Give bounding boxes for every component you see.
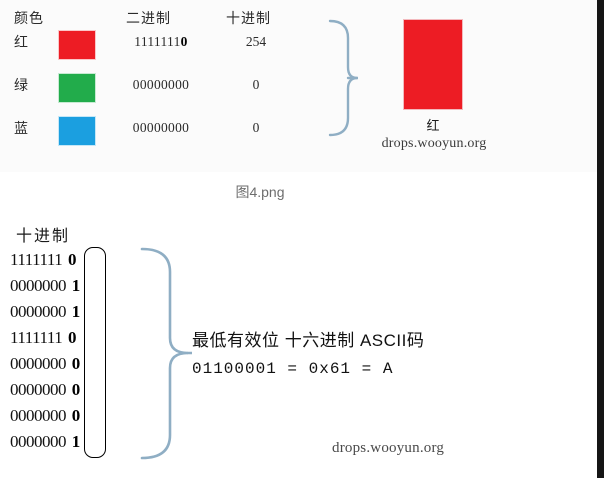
binary-lsb: 1 xyxy=(71,432,81,451)
curly-brace-top xyxy=(328,19,358,137)
watermark-bottom: drops.wooyun.org xyxy=(332,440,445,456)
binary-lsb: 0 xyxy=(71,406,81,425)
decimal-value-blue: 0 xyxy=(252,120,260,135)
channel-label-green: 绿 xyxy=(14,77,28,93)
table-row: 绿 00000000 0 xyxy=(0,73,300,113)
binary-value-blue: 00000000 xyxy=(132,120,190,135)
lsb-section-header: 十进制 xyxy=(16,228,71,245)
explanation-title: 最低有效位 十六进制 ASCII码 xyxy=(192,331,425,350)
color-preview-caption: 红 xyxy=(426,118,440,133)
color-swatch-blue xyxy=(58,116,96,146)
column-header-binary: 二进制 xyxy=(126,10,171,26)
rgb-channel-panel: 颜色 二进制 十进制 红 11111110 254 绿 00000000 0 蓝 xyxy=(0,0,597,172)
binary-lsb: 0 xyxy=(71,380,81,399)
binary-lsb: 0 xyxy=(67,250,77,269)
binary-head: 1111111 xyxy=(134,34,181,49)
decimal-value-green: 0 xyxy=(252,77,260,92)
binary-value-green: 00000000 xyxy=(132,77,190,92)
binary-head: 0000000 xyxy=(10,380,67,399)
binary-value-red: 11111110 xyxy=(106,34,216,50)
curly-brace-bottom xyxy=(140,247,192,460)
binary-head: 0000000 xyxy=(10,354,67,373)
watermark-top: drops.wooyun.org xyxy=(381,136,487,151)
color-swatch-red xyxy=(58,30,96,60)
binary-head: 0000000 xyxy=(10,406,67,425)
color-swatch-green xyxy=(58,73,96,103)
binary-head: 1111111 xyxy=(10,328,63,347)
binary-head: 1111111 xyxy=(10,250,63,269)
figure-caption: 图4.png xyxy=(235,184,285,200)
explanation-block: 最低有效位 十六进制 ASCII码 01100001 = 0x61 = A xyxy=(192,326,512,378)
binary-lsb: 0 xyxy=(67,328,77,347)
right-edge-strip xyxy=(597,0,604,478)
explanation-equation: 01100001 = 0x61 = A xyxy=(192,360,394,378)
channel-label-red: 红 xyxy=(14,34,28,50)
column-header-decimal: 十进制 xyxy=(226,10,271,26)
table-row: 红 11111110 254 xyxy=(0,30,300,70)
binary-head: 0000000 xyxy=(10,302,67,321)
channel-label-blue: 蓝 xyxy=(14,120,28,136)
table-row: 蓝 00000000 0 xyxy=(0,116,300,156)
binary-head: 0000000 xyxy=(10,276,67,295)
color-preview-square xyxy=(403,19,463,110)
binary-lsb: 1 xyxy=(71,276,81,295)
binary-lsb: 0 xyxy=(180,34,188,49)
column-header-color: 颜色 xyxy=(14,10,44,26)
decimal-value-red: 254 xyxy=(245,34,267,49)
binary-head: 0000000 xyxy=(10,432,67,451)
binary-lsb: 1 xyxy=(71,302,81,321)
binary-lsb: 0 xyxy=(71,354,81,373)
